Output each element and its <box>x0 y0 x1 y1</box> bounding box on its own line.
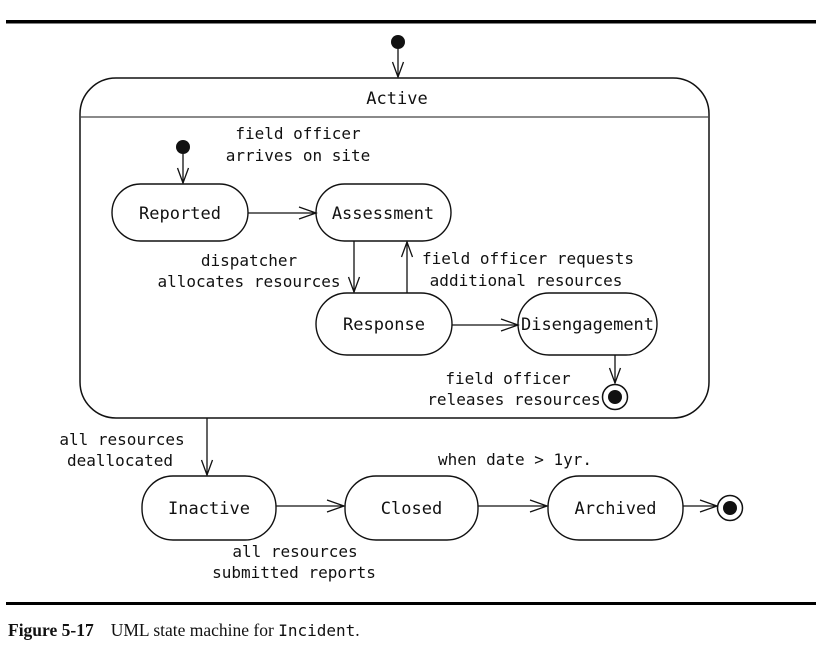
transition-active-to-inactive <box>200 418 214 477</box>
arrowhead-down-icon <box>391 61 405 79</box>
state-response: Response <box>315 292 453 356</box>
response-state-border <box>315 292 453 356</box>
transition-label-submitted: all resources submitted reports <box>212 542 376 582</box>
arrowhead-down-icon <box>347 276 361 294</box>
transition-label-releases: field officer releases resources <box>427 369 600 409</box>
transition-assessment-to-response <box>347 241 361 294</box>
arrowhead-down-icon <box>200 459 214 477</box>
transition-reported-to-assessment <box>248 206 318 220</box>
caption-period: . <box>355 620 360 640</box>
transition-inactive-to-closed <box>276 499 346 513</box>
transition-label-dispatcher-line1: dispatcher <box>201 251 298 270</box>
initial-state-outer <box>391 35 405 79</box>
inactive-state-label: Inactive <box>168 499 250 519</box>
transition-response-to-disengagement <box>452 318 520 332</box>
transition-response-to-assessment <box>400 240 414 293</box>
active-state-title: Active <box>366 89 427 109</box>
transition-label-dispatcher-line2: allocates resources <box>157 272 340 291</box>
initial-state-icon <box>391 35 405 49</box>
arrowhead-down-icon <box>176 167 190 185</box>
archived-state-border <box>547 475 684 541</box>
transition-label-requests-line2: additional resources <box>430 271 623 290</box>
caption-text: UML state machine for <box>110 620 279 640</box>
final-state-dot <box>723 501 737 515</box>
closed-state-label: Closed <box>381 499 442 519</box>
figure-number: Figure 5-17 <box>8 620 94 640</box>
transition-disengagement-to-final <box>601 355 629 411</box>
transition-label-releases-line1: field officer <box>445 369 571 388</box>
transition-label-requests: field officer requests additional resour… <box>422 249 634 290</box>
transition-label-submitted-line2: submitted reports <box>212 563 376 582</box>
final-state-dot <box>608 390 622 404</box>
assessment-state-label: Assessment <box>332 204 434 224</box>
state-closed: Closed <box>344 475 479 541</box>
transition-label-deallocated-line2: deallocated <box>67 451 173 470</box>
response-state-label: Response <box>343 315 425 335</box>
transition-closed-to-archived <box>478 499 549 513</box>
initial-state-inner <box>176 140 190 185</box>
transition-label-dispatcher: dispatcher allocates resources <box>157 251 340 291</box>
transition-archived-to-final <box>683 494 744 522</box>
closed-state-border <box>344 475 479 541</box>
state-archived: Archived <box>547 475 684 541</box>
arrowhead-right-icon <box>529 499 549 513</box>
transition-label-arrives-line1: field officer <box>235 124 361 143</box>
transition-label-submitted-line1: all resources <box>232 542 357 561</box>
transition-label-arrives: field officer arrives on site <box>226 124 371 165</box>
bottom-rule <box>6 602 816 605</box>
transition-label-deallocated: all resources deallocated <box>59 430 184 470</box>
arrowhead-up-icon <box>400 240 414 258</box>
state-reported: Reported <box>111 183 249 242</box>
archived-state-label: Archived <box>575 499 657 519</box>
transition-label-deallocated-line1: all resources <box>59 430 184 449</box>
arrowhead-down-icon <box>608 367 622 385</box>
transition-label-archive-when: when date > 1yr. <box>438 450 592 469</box>
state-assessment: Assessment <box>315 183 452 242</box>
reported-state-label: Reported <box>139 204 221 224</box>
top-rule <box>6 20 816 24</box>
arrowhead-right-icon <box>326 499 346 513</box>
transition-label-requests-line1: field officer requests <box>422 249 634 268</box>
initial-state-icon <box>176 140 190 154</box>
state-disengagement: Disengagement <box>517 292 658 356</box>
inactive-state-border <box>141 475 277 541</box>
transition-label-arrives-line2: arrives on site <box>226 146 371 165</box>
disengagement-state-label: Disengagement <box>521 315 654 335</box>
figure-caption: Figure 5-17 UML state machine for Inciden… <box>8 620 360 641</box>
arrowhead-right-icon <box>500 318 520 332</box>
caption-code-term: Incident <box>278 621 356 640</box>
transition-label-releases-line2: releases resources <box>427 390 600 409</box>
disengagement-state-border <box>517 292 658 356</box>
arrowhead-right-icon <box>298 206 318 220</box>
state-inactive: Inactive <box>141 475 277 541</box>
